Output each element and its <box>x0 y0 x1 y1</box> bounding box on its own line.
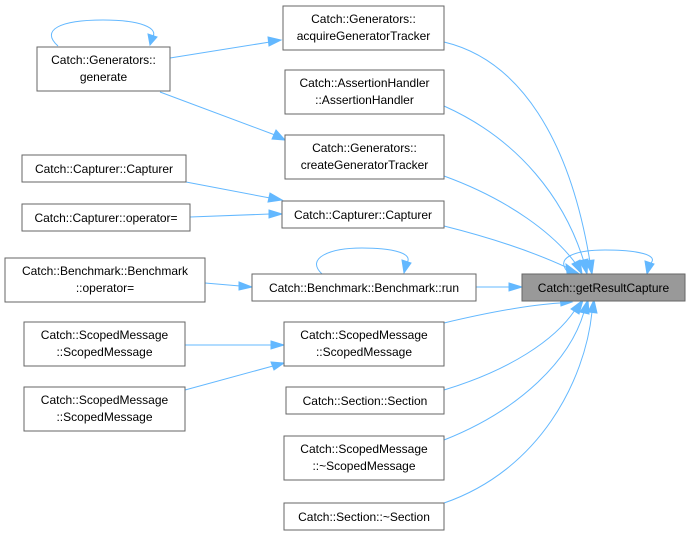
edge-scoped-mid-getresult <box>443 302 561 324</box>
edge-section-dtor-getresult <box>443 311 593 504</box>
edge-generate-create <box>159 91 276 136</box>
node-capturer-left[interactable]: Catch::Capturer::Capturer <box>21 154 187 183</box>
node-capturer-left-line1: Catch::Capturer::Capturer <box>35 162 173 176</box>
edge-bench-run-self-arrow <box>401 259 412 275</box>
node-generate-line2: generate <box>80 70 128 84</box>
edge-generate-acquire <box>169 41 271 59</box>
node-bench-run-line1: Catch::Benchmark::Benchmark::run <box>269 281 459 295</box>
edge-assertion-getresult <box>443 105 585 263</box>
node-generate-line1: Catch::Generators:: <box>51 53 156 67</box>
node-get-result-capture[interactable]: Catch::getResultCapture <box>521 273 686 302</box>
edge-bench-op-run-arrow <box>238 281 254 291</box>
node-scoped-message-left-1[interactable]: Catch::ScopedMessage ::ScopedMessage <box>23 321 186 367</box>
edge-capturer-left-mid <box>185 181 271 199</box>
node-scoped-left2-line2: ::ScopedMessage <box>56 410 152 424</box>
node-scoped-mid-line2: ::ScopedMessage <box>316 345 412 359</box>
edge-scoped-dtor-getresult-arrow <box>579 298 590 315</box>
edge-scoped-left2-mid-arrow <box>270 361 286 371</box>
node-bench-op-line1: Catch::Benchmark::Benchmark <box>22 264 189 278</box>
edge-section-getresult-arrow <box>570 298 584 315</box>
edge-generate-self-arrow <box>147 33 158 47</box>
edge-getresult-self-arrow <box>644 260 655 276</box>
node-section-line1: Catch::Section::Section <box>303 394 428 408</box>
node-capturer-operator[interactable]: Catch::Capturer::operator= <box>21 203 191 232</box>
node-benchmark-operator[interactable]: Catch::Benchmark::Benchmark ::operator= <box>4 257 206 303</box>
edge-assertion-getresult-arrow <box>578 258 589 276</box>
edge-capturer-op-mid-arrow <box>268 209 284 219</box>
node-benchmark-run[interactable]: Catch::Benchmark::Benchmark::run <box>251 273 477 302</box>
edge-scoped-dtor-getresult <box>443 311 585 441</box>
node-assertion-line1: Catch::AssertionHandler <box>299 76 429 90</box>
node-assertion-line2: ::AssertionHandler <box>315 93 414 107</box>
edge-capturer-mid-getresult <box>443 225 569 269</box>
node-create-line1: Catch::Generators:: <box>312 141 417 155</box>
node-scoped-dtor-line1: Catch::ScopedMessage <box>300 442 428 456</box>
edge-acquire-getresult <box>443 41 591 263</box>
edge-getresult-self <box>563 249 653 275</box>
edge-create-getresult <box>443 175 577 265</box>
node-capturer-op-line1: Catch::Capturer::operator= <box>34 211 177 225</box>
edge-create-getresult-arrow <box>571 259 583 276</box>
edge-bench-run-getresult-arrow <box>508 282 524 292</box>
edge-section-dtor-getresult-arrow <box>587 298 598 314</box>
node-scoped-mid-line1: Catch::ScopedMessage <box>300 328 428 342</box>
node-scoped-left1-line2: ::ScopedMessage <box>56 345 152 359</box>
node-scoped-left1-line1: Catch::ScopedMessage <box>41 328 169 342</box>
node-section[interactable]: Catch::Section::Section <box>285 386 445 415</box>
edge-bench-op-run <box>204 282 241 287</box>
node-scoped-message-mid[interactable]: Catch::ScopedMessage ::ScopedMessage <box>283 321 445 367</box>
node-create-generator-tracker[interactable]: Catch::Generators:: createGeneratorTrack… <box>284 134 445 180</box>
node-scoped-message-left-2[interactable]: Catch::ScopedMessage ::ScopedMessage <box>23 386 186 432</box>
edge-generate-self <box>51 19 155 47</box>
edge-bench-run-self <box>316 247 409 275</box>
node-section-dtor[interactable]: Catch::Section::~Section <box>283 502 445 531</box>
node-get-result-line1: Catch::getResultCapture <box>538 281 670 295</box>
edge-capturer-left-mid-arrow <box>267 192 284 203</box>
edge-generate-create-arrow <box>271 129 287 141</box>
edge-scoped-left1-mid-arrow <box>270 340 286 350</box>
node-section-dtor-line1: Catch::Section::~Section <box>298 510 430 524</box>
edges <box>51 19 655 504</box>
node-scoped-message-dtor[interactable]: Catch::ScopedMessage ::~ScopedMessage <box>283 435 445 481</box>
edge-capturer-op-mid <box>189 213 271 218</box>
node-capturer-mid[interactable]: Catch::Capturer::Capturer <box>281 200 445 229</box>
node-bench-op-line2: ::operator= <box>76 281 134 295</box>
node-acquire-line2: acquireGeneratorTracker <box>297 29 431 43</box>
edge-capturer-mid-getresult-arrow <box>565 262 580 274</box>
node-scoped-left2-line1: Catch::ScopedMessage <box>41 393 169 407</box>
node-acquire-line1: Catch::Generators:: <box>311 12 416 26</box>
node-scoped-dtor-line2: ::~ScopedMessage <box>312 459 415 473</box>
node-generate[interactable]: Catch::Generators:: generate <box>36 46 171 92</box>
node-create-line2: createGeneratorTracker <box>301 158 429 172</box>
edge-generate-acquire-arrow <box>267 36 283 47</box>
node-assertion-handler[interactable]: Catch::AssertionHandler ::AssertionHandl… <box>284 69 445 115</box>
node-capturer-mid-line1: Catch::Capturer::Capturer <box>294 208 432 222</box>
edge-section-getresult <box>443 309 576 391</box>
edge-scoped-left2-mid <box>184 365 274 391</box>
node-acquire-generator-tracker[interactable]: Catch::Generators:: acquireGeneratorTrac… <box>282 5 445 51</box>
